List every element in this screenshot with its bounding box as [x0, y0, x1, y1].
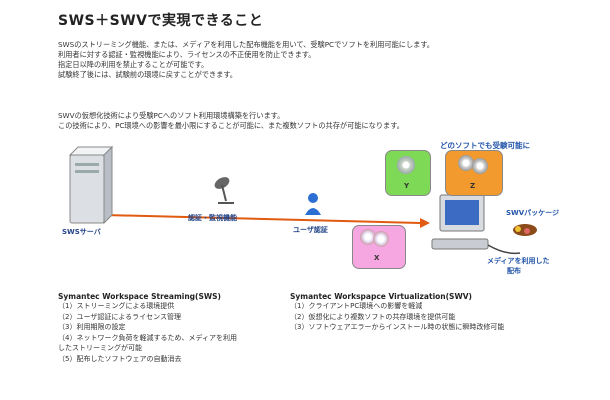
- user-icon: [305, 193, 321, 215]
- sws-intro-line: SWSのストリーミング機能、または、メディアを利用した配布機能を用いて、受験PC…: [58, 40, 434, 49]
- list-item: （3）ソフトウェアエラーからインストール時の状態に瞬時改修可能: [290, 323, 505, 331]
- list-item: （1）ストリーミングによる環境提供: [58, 302, 175, 310]
- disc-icon: [360, 229, 376, 245]
- server-icon: [68, 145, 114, 225]
- sws-intro-line: 指定日以降の利用を禁止することが可能です。: [58, 60, 209, 69]
- swv-intro-line: この技術により、PC環境への影響を最小限にすることが可能に、また複数ソフトの共存…: [58, 121, 404, 130]
- disc-icon: [458, 155, 474, 171]
- list-item: （4）ネットワーク負荷を軽減するため、メディアを利用: [58, 333, 237, 342]
- monitor-label: 認証・監視機能: [188, 214, 237, 222]
- media-label: 配布: [507, 267, 521, 275]
- list-item: したストリーミングが可能: [58, 344, 142, 352]
- sws-intro: SWSのストリーミング機能、または、メディアを利用した配布機能を用いて、受験PC…: [58, 40, 434, 80]
- bubble-y-label: Y: [404, 182, 410, 190]
- disc-icon: [373, 231, 389, 247]
- disc-icon: [472, 158, 488, 174]
- sws-section: Symantec Workspace Streaming(SWS) （1）ストリ…: [58, 292, 237, 364]
- media-label: メディアを利用した: [487, 257, 550, 265]
- user-auth-label: ユーザ認証: [293, 226, 328, 234]
- list-item: （1）クライアントPC環境への影響を軽減: [290, 302, 423, 310]
- architecture-diagram: [68, 145, 537, 255]
- swv-package-label: SWVパッケージ: [506, 209, 560, 217]
- bubble-z: [445, 150, 503, 196]
- swv-section: Symantec Workspapce Virtualization(SWV) …: [290, 292, 504, 333]
- list-item: （5）配布したソフトウェアの自動消去: [58, 354, 182, 363]
- page-title: SWS＋SWVで実現できること: [58, 13, 264, 29]
- swv-section-title: Symantec Workspapce Virtualization(SWV): [290, 292, 472, 301]
- any-software-label: どのソフトでも受験可能に: [440, 141, 530, 150]
- stream-arrow: [104, 214, 421, 224]
- disc-icon: [397, 156, 415, 174]
- sws-section-title: Symantec Workspace Streaming(SWS): [58, 292, 221, 301]
- bubble-z-label: Z: [470, 182, 476, 190]
- list-item: （2）仮想化により複数ソフトの共存環境を提供可能: [290, 312, 456, 321]
- list-item: （2）ユーザ認証によるライセンス管理: [58, 312, 181, 321]
- swv-package-icon: [513, 224, 537, 236]
- satellite-dish-icon: [214, 177, 234, 204]
- bubble-x-label: X: [374, 254, 380, 262]
- pc-icon: [431, 194, 489, 250]
- swv-intro: SWVの仮想化技術により受験PCへのソフト利用環境構築を行います。 この技術によ…: [58, 111, 404, 131]
- arrow-head: [420, 218, 430, 228]
- server-label: SWSサーバ: [62, 228, 101, 236]
- swv-intro-line: SWVの仮想化技術により受験PCへのソフト利用環境構築を行います。: [58, 111, 285, 120]
- sws-intro-line: 試験終了後には、試験前の環境に戻すことができます。: [58, 70, 237, 79]
- list-item: （3）利用期限の設定: [58, 323, 126, 331]
- sws-intro-line: 利用者に対する認証・監視機能により、ライセンスの不正使用を防止できます。: [58, 50, 316, 59]
